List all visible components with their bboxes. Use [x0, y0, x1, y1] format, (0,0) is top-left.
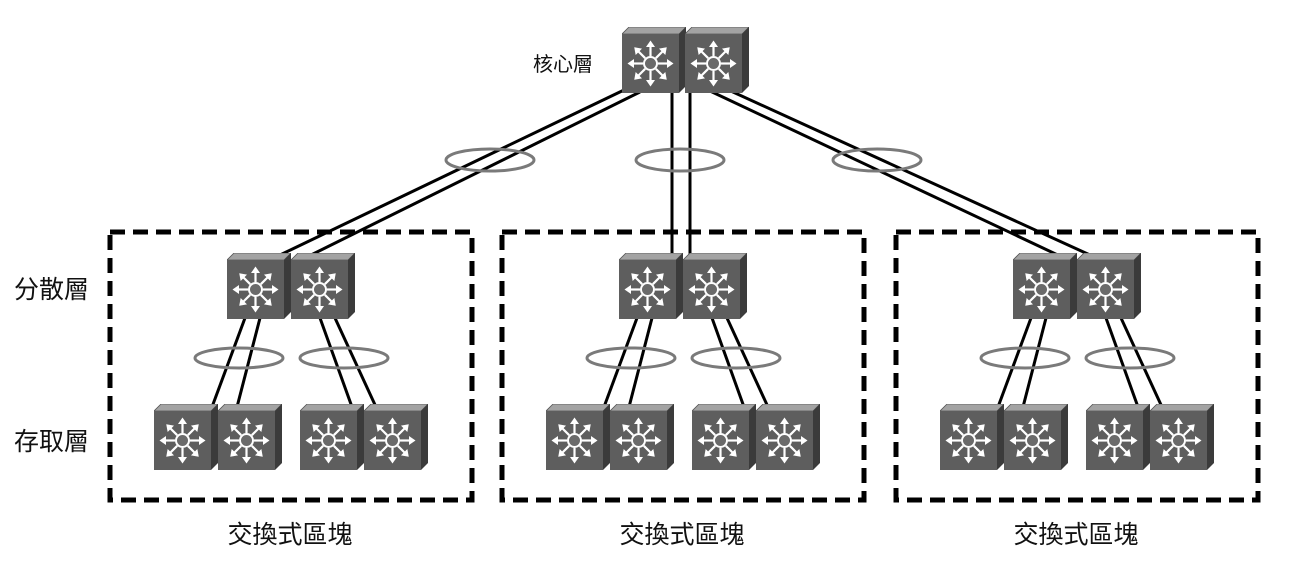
- link-aggregation-ellipse: [193, 346, 285, 370]
- core-layer-label: 核心層: [533, 52, 593, 76]
- access-switch: [1004, 404, 1068, 470]
- access-switch: [940, 404, 1004, 470]
- downlink-line: [1119, 317, 1164, 408]
- access-switch: [154, 404, 218, 470]
- access-switch: [546, 404, 610, 470]
- downlink-line: [710, 317, 746, 408]
- downlink-line: [210, 317, 247, 408]
- uplink-line: [721, 85, 1091, 257]
- uplink-line: [279, 88, 625, 257]
- access-switch: [692, 404, 756, 470]
- distribution-switch: [291, 253, 355, 319]
- downlink-line: [333, 317, 378, 408]
- downlink-line: [996, 317, 1033, 408]
- access-switch: [756, 404, 820, 470]
- switch-block-frame: [893, 229, 1261, 503]
- core-switch-2: [685, 27, 749, 93]
- core-uplinks: [279, 85, 1091, 259]
- distribution-switch: [1077, 253, 1141, 319]
- link-aggregation-ellipse: [831, 147, 923, 173]
- link-aggregation-ellipse: [444, 147, 536, 173]
- access-switch: [610, 404, 674, 470]
- distribution-switch: [619, 253, 683, 319]
- link-aggregation-ellipse: [634, 147, 726, 173]
- access-layer-label: 存取層: [14, 427, 89, 456]
- downlink-line: [725, 317, 770, 408]
- switch-block-label: 交換式區塊: [227, 520, 352, 549]
- access-switch: [300, 404, 364, 470]
- uplink-line: [308, 90, 641, 258]
- distribution-switch: [1013, 253, 1077, 319]
- distribution-switch: [227, 253, 291, 319]
- distribution-layer-label: 分散層: [14, 275, 89, 304]
- access-switch: [1150, 404, 1214, 470]
- downlink-line: [1104, 317, 1140, 408]
- downlink-line: [1021, 317, 1048, 408]
- access-switch: [364, 404, 428, 470]
- downlink-line: [318, 317, 354, 408]
- core-switch-1: [622, 27, 686, 93]
- downlink-line: [602, 317, 639, 408]
- switch-block-2: 交換式區塊: [499, 229, 867, 549]
- downlink-line: [627, 317, 654, 408]
- uplink-line: [709, 89, 1063, 259]
- access-switch: [1086, 404, 1150, 470]
- switch-block-frame: [499, 229, 867, 503]
- link-aggregation-ellipse: [585, 346, 677, 370]
- distribution-switch: [683, 253, 747, 319]
- link-aggregation-ellipse: [690, 346, 782, 370]
- switch-block-3: 交換式區塊: [893, 229, 1261, 549]
- downlink-line: [235, 317, 262, 408]
- link-aggregation-ellipse: [298, 346, 390, 370]
- switch-block-frame: [107, 229, 475, 503]
- access-switch: [218, 404, 282, 470]
- switch-block-label: 交換式區塊: [619, 520, 744, 549]
- link-aggregation-ellipse: [979, 346, 1071, 370]
- switch-block-label: 交換式區塊: [1013, 520, 1138, 549]
- link-aggregation-ellipse: [1084, 346, 1176, 370]
- switch-block-1: 交換式區塊: [107, 229, 475, 549]
